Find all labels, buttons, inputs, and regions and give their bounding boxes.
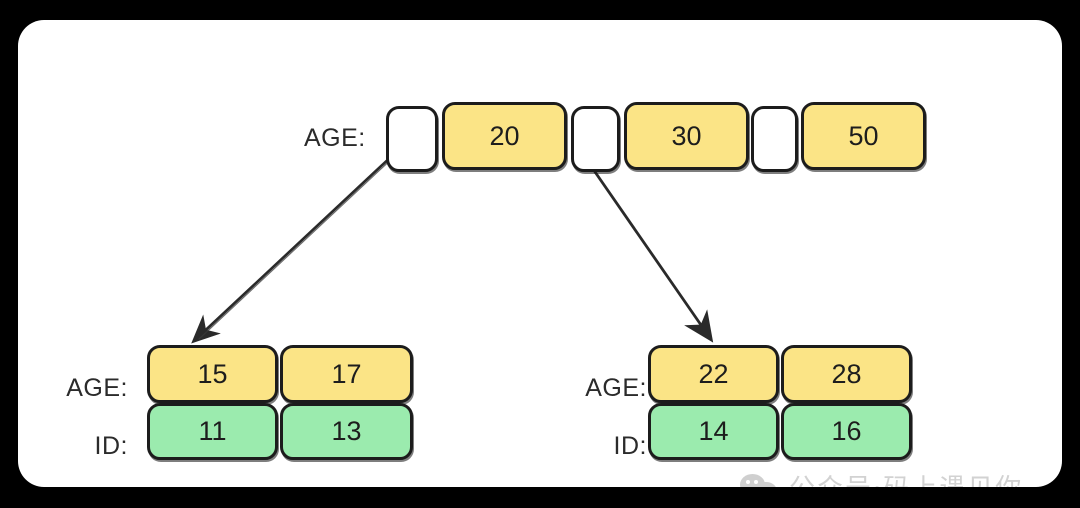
- watermark: 公众号·码上遇见你: [740, 468, 1023, 487]
- right-leaf-age-cell-1[interactable]: 28: [781, 345, 912, 403]
- watermark-text: 公众号·码上遇见你: [789, 468, 1023, 487]
- right-leaf-age-label: AGE:: [585, 374, 647, 402]
- root-slot-key-50[interactable]: 50: [801, 102, 926, 170]
- arrow-root-to-right-leaf: [582, 154, 714, 343]
- wechat-icon: [740, 472, 780, 487]
- root-age-label: AGE:: [304, 124, 366, 152]
- left-leaf-age-label: AGE:: [66, 374, 128, 402]
- root-slot-key-20[interactable]: 20: [442, 102, 567, 170]
- left-leaf-age-cell-1[interactable]: 17: [280, 345, 413, 403]
- root-slot-pointer-2[interactable]: [751, 106, 798, 172]
- right-leaf-id-cell-1[interactable]: 16: [781, 403, 912, 460]
- left-leaf-id-cell-0[interactable]: 11: [147, 403, 278, 460]
- diagram-panel: AGE: 20 30 50 AGE: ID: 15 17 11 13 AGE: …: [18, 20, 1062, 487]
- right-leaf-id-cell-0[interactable]: 14: [648, 403, 779, 460]
- root-slot-key-30[interactable]: 30: [624, 102, 749, 170]
- right-leaf-id-label: ID:: [613, 432, 647, 460]
- left-leaf-age-cell-0[interactable]: 15: [147, 345, 278, 403]
- left-leaf-id-label: ID:: [94, 432, 128, 460]
- root-slot-pointer-1[interactable]: [571, 106, 620, 172]
- arrow-root-to-left-leaf-shadow: [198, 152, 399, 340]
- right-leaf-age-cell-0[interactable]: 22: [648, 345, 779, 403]
- root-slot-pointer-0[interactable]: [386, 106, 438, 172]
- arrow-root-to-left-leaf: [191, 152, 396, 344]
- left-leaf-id-cell-1[interactable]: 13: [280, 403, 413, 460]
